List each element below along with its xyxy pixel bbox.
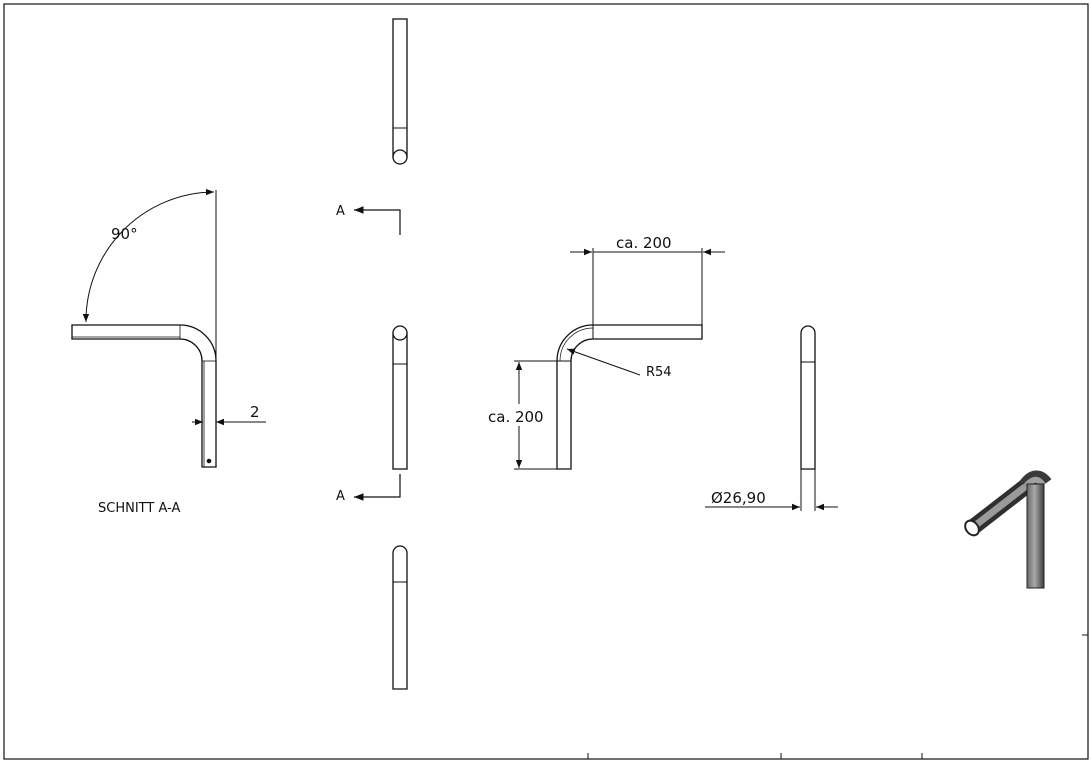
sheet-border [3, 3, 1089, 760]
height-label-mask [486, 404, 552, 426]
cut-letter-top: A [336, 204, 345, 219]
section-caption: SCHNITT A-A [98, 501, 180, 516]
height-dimension-label: ca. 200 [488, 408, 544, 426]
diameter-dimension [705, 469, 838, 511]
cut-plane-top [354, 206, 401, 235]
bottom-view [392, 545, 408, 690]
section-bent-tube [71, 324, 217, 468]
top-view-tube-end [392, 149, 408, 165]
middle-view [392, 325, 408, 470]
bottom-view-tube [392, 545, 408, 690]
side-view-tube [800, 325, 816, 470]
cut-letter-bottom: A [336, 489, 345, 504]
top-view [392, 18, 408, 165]
top-view-tube [392, 18, 408, 158]
iso-vertical-tube [1026, 483, 1045, 589]
section-view [71, 188, 266, 468]
front-view-dimensions [514, 248, 725, 470]
radius-label: R54 [646, 365, 672, 380]
iso-tube-end [964, 519, 980, 537]
angle-arc [82, 188, 215, 323]
isometric-view [964, 470, 1052, 589]
angle-label: 90° [111, 225, 138, 243]
middle-view-tube-end [392, 325, 408, 341]
cut-plane [354, 206, 401, 501]
border-ticks [587, 634, 1088, 759]
middle-view-tube [392, 332, 408, 470]
diameter-label: Ø26,90 [711, 489, 766, 507]
section-center-dot [206, 458, 212, 464]
front-view-tube [556, 324, 703, 470]
wall-thickness-label: 2 [250, 403, 260, 421]
cut-plane-bottom [354, 474, 401, 501]
front-view [556, 324, 703, 470]
width-dimension-label: ca. 200 [616, 234, 672, 252]
side-view [800, 325, 816, 470]
